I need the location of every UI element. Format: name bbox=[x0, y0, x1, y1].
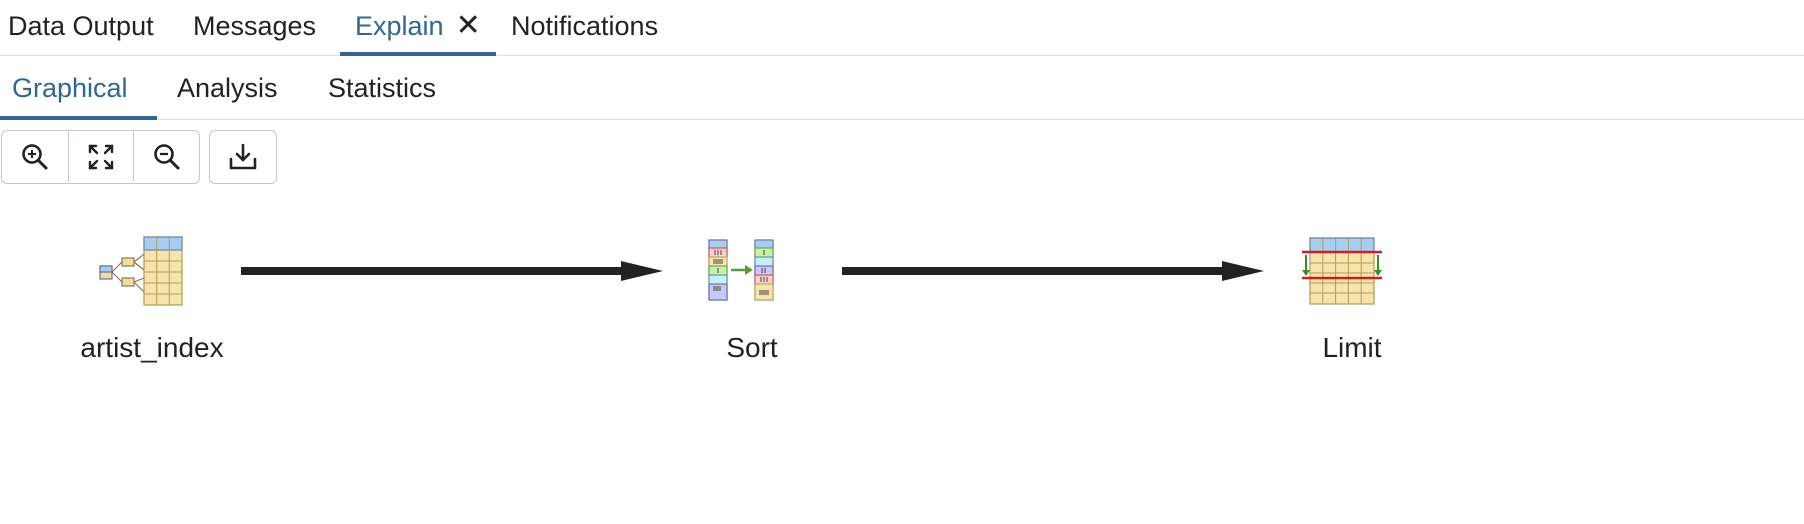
download-button-group bbox=[209, 130, 277, 184]
tab-label: Notifications bbox=[511, 11, 659, 41]
plan-edge-arrow bbox=[842, 261, 1264, 281]
tab-label: Explain bbox=[355, 11, 444, 41]
explain-subtabs: Graphical Analysis Statistics bbox=[0, 56, 1804, 120]
result-tabs: Data Output Messages Explain ✕ Notificati… bbox=[0, 0, 1804, 56]
sort-icon bbox=[708, 239, 774, 301]
subtab-label: Statistics bbox=[328, 73, 437, 103]
close-icon[interactable]: ✕ bbox=[455, 9, 481, 42]
plan-node-label: Limit bbox=[1322, 332, 1382, 363]
download-button[interactable] bbox=[210, 131, 276, 182]
fit-to-screen-icon bbox=[88, 144, 114, 169]
fit-to-screen-button[interactable] bbox=[67, 131, 134, 182]
subtab-label: Graphical bbox=[12, 73, 128, 103]
tab-label: Data Output bbox=[8, 11, 154, 41]
plan-edge-arrow bbox=[241, 261, 663, 281]
zoom-out-button[interactable] bbox=[133, 131, 199, 182]
tab-analysis[interactable]: Analysis bbox=[177, 56, 278, 120]
zoom-in-button[interactable] bbox=[2, 131, 68, 182]
tab-data-output[interactable]: Data Output bbox=[8, 0, 154, 56]
tab-messages[interactable]: Messages bbox=[193, 0, 316, 56]
tab-label: Messages bbox=[193, 11, 317, 41]
tab-notifications[interactable]: Notifications bbox=[511, 0, 658, 56]
subtab-label: Analysis bbox=[177, 73, 278, 103]
plan-node-label: Sort bbox=[726, 332, 778, 363]
zoom-button-group bbox=[1, 130, 200, 184]
explain-plan-graph: artist_index bbox=[0, 200, 1804, 420]
plan-node-limit[interactable] bbox=[1300, 236, 1384, 308]
plan-node-sort[interactable] bbox=[707, 238, 777, 302]
limit-icon bbox=[1302, 237, 1382, 305]
download-icon bbox=[229, 143, 257, 169]
plan-node-label: artist_index bbox=[80, 332, 224, 363]
tab-statistics[interactable]: Statistics bbox=[328, 56, 436, 120]
plan-node-artist-index[interactable] bbox=[98, 236, 188, 308]
zoom-out-icon bbox=[153, 143, 180, 169]
index-scan-icon bbox=[99, 236, 183, 306]
tab-graphical[interactable]: Graphical bbox=[0, 56, 157, 120]
tab-explain[interactable]: Explain ✕ bbox=[340, 0, 496, 56]
zoom-in-icon bbox=[22, 143, 48, 169]
